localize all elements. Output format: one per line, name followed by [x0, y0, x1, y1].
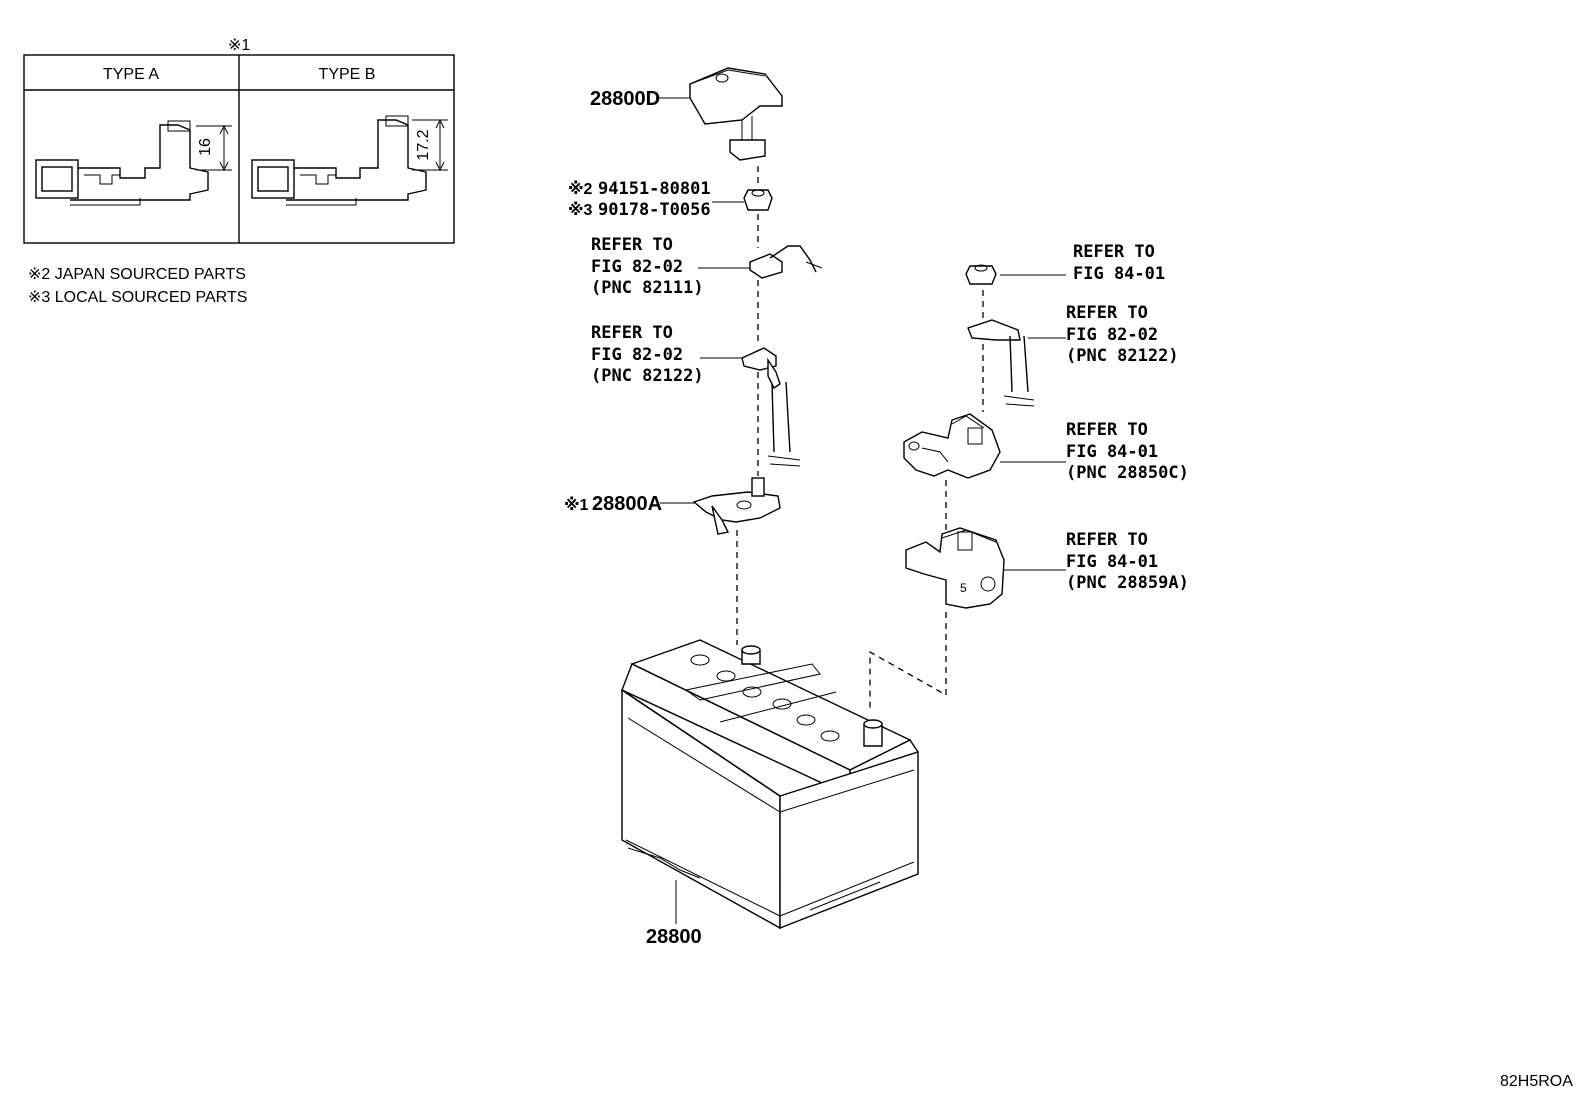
- svg-text:(PNC 82111): (PNC 82111): [591, 278, 704, 298]
- nut-drawing: [743, 189, 773, 211]
- svg-text:REFER TO: REFER TO: [1066, 420, 1148, 440]
- type-a-label: TYPE A: [103, 66, 159, 83]
- type-b-terminal-drawing: 17.2: [251, 115, 448, 206]
- svg-text:FIG 84-01: FIG 84-01: [1066, 552, 1158, 572]
- svg-text:REFER TO: REFER TO: [1066, 530, 1148, 550]
- type-b-dimension: 17.2: [415, 129, 432, 160]
- cable-82122-right-drawing: [967, 319, 1035, 407]
- terminal-clamp-drawing: [903, 413, 1001, 479]
- svg-text:FIG 82-02: FIG 82-02: [591, 257, 683, 277]
- type-a-dimension: 16: [197, 138, 214, 156]
- ref-fig-82-02-pnc-82111: REFER TO FIG 82-02 (PNC 82111): [591, 235, 704, 298]
- type-inset: ※1 TYPE A TYPE B 16: [23, 37, 455, 244]
- nut-local-mark: ※3: [568, 201, 593, 219]
- inset-note-mark: ※1: [228, 37, 250, 54]
- type-a-terminal-drawing: 16: [35, 120, 232, 206]
- cable-82122-left-drawing: [741, 347, 801, 467]
- svg-text:REFER TO: REFER TO: [1066, 303, 1148, 323]
- terminal-mark: ※1: [564, 496, 589, 514]
- nut-right-drawing: [965, 264, 997, 285]
- svg-text:FIG 84-01: FIG 84-01: [1066, 442, 1158, 462]
- battery-terminal-drawing: [692, 477, 781, 535]
- type-b-label: TYPE B: [319, 66, 376, 83]
- ref-fig-84-01-nut: REFER TO FIG 84-01: [1073, 242, 1165, 284]
- figure-code: 82H5ROA: [1500, 1073, 1573, 1090]
- ref-fig-82-02-pnc-82122-left: REFER TO FIG 82-02 (PNC 82122): [591, 323, 704, 386]
- note-japan-sourced: ※2 JAPAN SOURCED PARTS: [28, 266, 246, 283]
- note-local-sourced: ※3 LOCAL SOURCED PARTS: [28, 289, 247, 306]
- cover-digit: 5: [960, 581, 967, 595]
- ref-fig-84-01-pnc-28859a: REFER TO FIG 84-01 (PNC 28859A): [1066, 530, 1189, 593]
- svg-text:REFER TO: REFER TO: [1073, 242, 1155, 262]
- svg-text:FIG 84-01: FIG 84-01: [1073, 264, 1165, 284]
- svg-text:(PNC 82122): (PNC 82122): [591, 366, 704, 386]
- ref-fig-82-02-pnc-82122-right: REFER TO FIG 82-02 (PNC 82122): [1066, 303, 1179, 366]
- battery-part-number: 28800: [646, 926, 702, 948]
- svg-text:REFER TO: REFER TO: [591, 323, 673, 343]
- battery-drawing: [621, 639, 919, 930]
- svg-text:(PNC 28850C): (PNC 28850C): [1066, 463, 1189, 483]
- nut-local-part-number: 90178-T0056: [598, 200, 711, 220]
- svg-text:REFER TO: REFER TO: [591, 235, 673, 255]
- svg-text:(PNC 82122): (PNC 82122): [1066, 346, 1179, 366]
- svg-text:FIG 82-02: FIG 82-02: [591, 345, 683, 365]
- terminal-part-number: 28800A: [592, 493, 662, 515]
- svg-text:(PNC 28859A): (PNC 28859A): [1066, 573, 1189, 593]
- ref-fig-84-01-pnc-28850c: REFER TO FIG 84-01 (PNC 28850C): [1066, 420, 1189, 483]
- ground-cable-82111-drawing: [749, 245, 823, 279]
- nut-japan-part-number: 94151-80801: [598, 179, 711, 199]
- nut-japan-mark: ※2: [568, 180, 593, 198]
- cover-part-number: 28800D: [590, 88, 660, 110]
- terminal-cover-right-drawing: 5: [905, 527, 1005, 609]
- svg-text:FIG 82-02: FIG 82-02: [1066, 325, 1158, 345]
- terminal-cover-drawing: [689, 67, 783, 161]
